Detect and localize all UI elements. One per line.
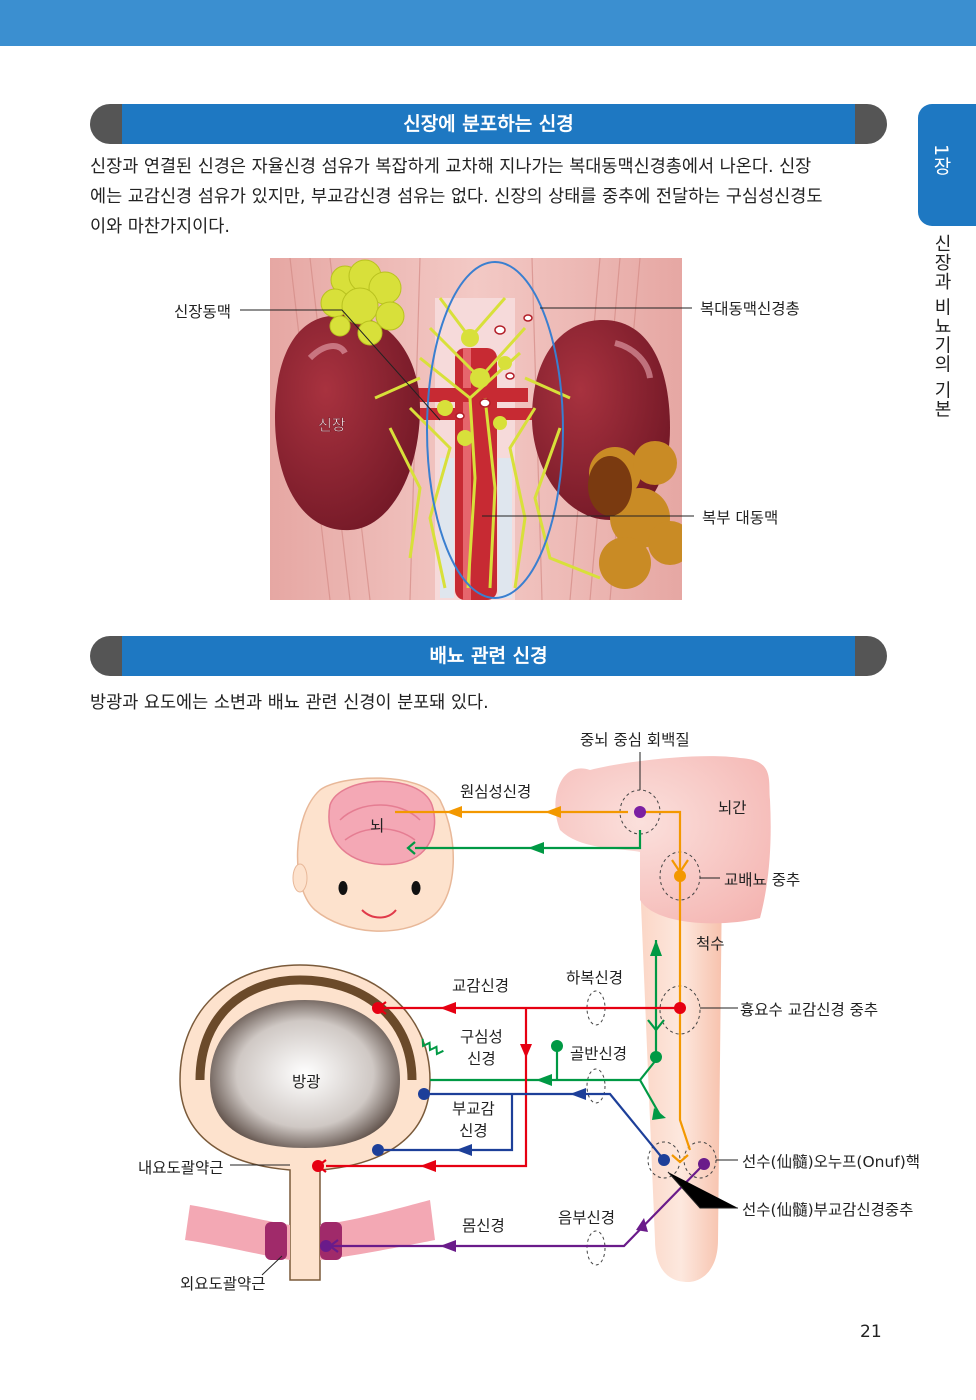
section-title: 배뇨 관련 신경 (122, 636, 855, 676)
section2-paragraph: 방광과 요도에는 소변과 배뇨 관련 신경이 분포돼 있다. (90, 693, 489, 713)
section-header-urination-nerves: 배뇨 관련 신경 (90, 636, 887, 676)
renal-artery-label: 신장동맥 (174, 303, 232, 321)
paragraph-line: 신장과 연결된 신경은 자율신경 섬유가 복잡하게 교차해 지나가는 복대동맥신… (90, 157, 812, 177)
sympathetic-nerve-label: 교감신경 (452, 977, 510, 995)
parasympathetic-nerve-label: 부교감 신경 (452, 1100, 495, 1140)
section1-paragraph: 신장과 연결된 신경은 자율신경 섬유가 복잡하게 교차해 지나가는 복대동맥신… (90, 152, 890, 242)
somatic-nerve-label: 몸신경 (462, 1217, 505, 1235)
efferent-nerve-label: 원심성신경 (460, 783, 532, 801)
abdominal-plexus-label: 복대동맥신경총 (700, 300, 800, 318)
top-color-bar (0, 0, 976, 46)
pelvic-nerve-label: 골반신경 (570, 1045, 628, 1063)
sacral-parasympathetic-center-label: 선수(仙髓)부교감신경중추 (742, 1201, 914, 1219)
bladder-label: 방광 (292, 1073, 321, 1091)
afferent-nerve-label: 구심성 신경 (460, 1028, 503, 1068)
thoracolumbar-center-label: 흉요수 교감신경 중추 (740, 1001, 879, 1019)
paragraph-line: 에는 교감신경 섬유가 있지만, 부교감신경 섬유는 없다. 신장의 상태를 중… (90, 187, 823, 207)
hypogastric-nerve-label: 하복신경 (566, 969, 624, 987)
abdominal-aorta-label: 복부 대동맥 (702, 509, 779, 527)
spinal-cord-label: 척수 (696, 935, 725, 953)
brain-label: 뇌 (370, 817, 385, 835)
kidney-nerve-illustration: 신장 (270, 258, 682, 600)
chapter-tab[interactable]: 1장 (918, 104, 976, 226)
internal-sphincter-label: 내요도괄약근 (138, 1159, 224, 1177)
pudendal-nerve-label: 음부신경 (558, 1209, 616, 1227)
midbrain-gray-label: 중뇌 중심 회백질 (580, 731, 690, 749)
chapter-tab-label: 1장 (930, 144, 952, 176)
onuf-nucleus-label: 선수(仙髓)오누프(Onuf)핵 (742, 1153, 921, 1171)
section-header-kidney-nerves: 신장에 분포하는 신경 (90, 104, 887, 144)
chapter-side-title: 신장과 비뇨기의 기본 (931, 234, 952, 419)
paragraph-line: 이와 마찬가지이다. (90, 217, 230, 237)
section-title: 신장에 분포하는 신경 (122, 104, 855, 144)
page-number: 21 (860, 1322, 882, 1342)
external-sphincter-label: 외요도괄약근 (180, 1275, 266, 1293)
pontine-center-label: 교배뇨 중추 (724, 871, 801, 889)
kidney-label: 신장 (318, 416, 346, 434)
brainstem-label: 뇌간 (718, 799, 747, 817)
